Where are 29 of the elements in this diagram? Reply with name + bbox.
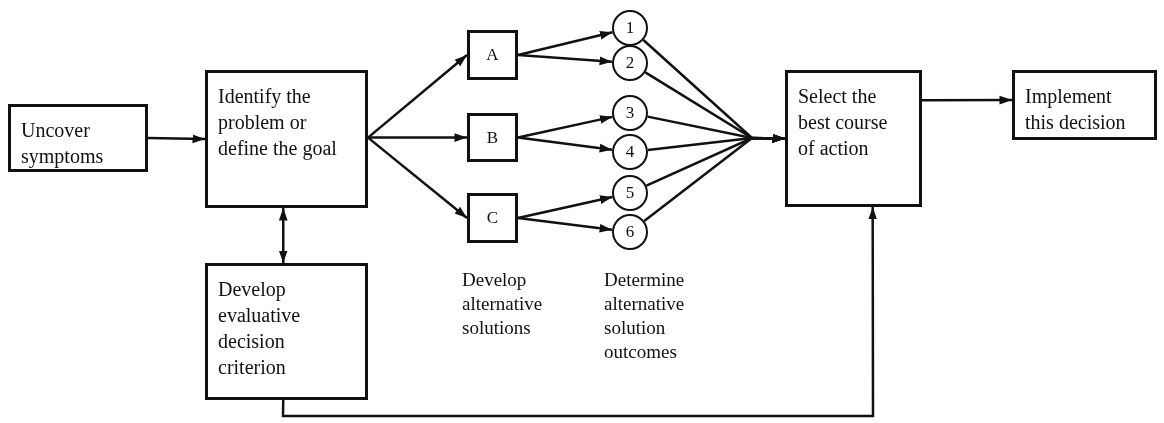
arrow (367, 136, 468, 219)
outcome-circle: 6 (612, 214, 648, 250)
arrow (517, 195, 613, 220)
arrow (922, 95, 1012, 105)
arrow (517, 115, 613, 139)
arrow (517, 30, 613, 57)
step-caption: Determine alternative solution outcomes (604, 268, 686, 364)
option-box: B (467, 113, 518, 162)
arrow (367, 54, 468, 139)
outcome-circle: 4 (612, 134, 648, 170)
arrow (517, 53, 613, 66)
outcome-circle: 1 (612, 10, 648, 46)
process-box: Develop evaluative decision criterion (205, 263, 368, 400)
process-box: Uncover symptoms (8, 104, 148, 172)
arrow (278, 208, 288, 263)
outcome-circle: 5 (612, 175, 648, 211)
process-box: Implement this decision (1012, 70, 1157, 140)
option-box: C (467, 193, 518, 243)
arrow (147, 134, 206, 144)
option-box: A (467, 30, 518, 80)
arrow (281, 207, 878, 418)
outcome-circle: 3 (612, 95, 648, 131)
arrow (517, 136, 613, 153)
arrow (368, 133, 467, 142)
step-caption: Develop alternative solutions (462, 268, 544, 340)
process-box: Select the best course of action (785, 70, 922, 207)
outcome-circle: 2 (612, 45, 648, 81)
process-box: Identify the problem or define the goal (205, 70, 368, 208)
arrow (517, 216, 613, 233)
